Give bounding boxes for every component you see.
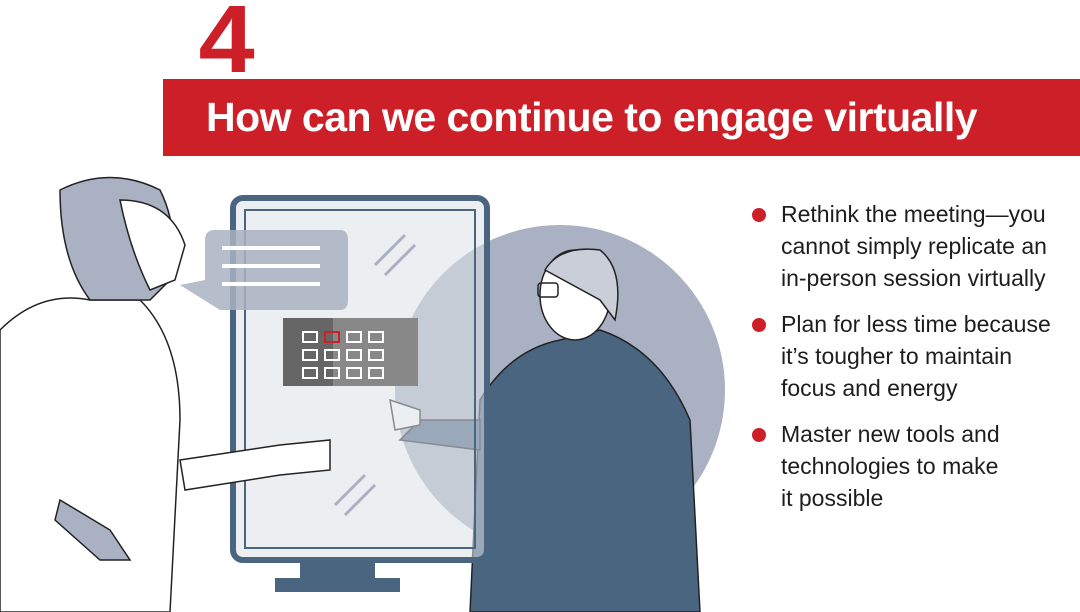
title-banner [163,79,1080,156]
illustration [0,176,725,612]
page-title: How can we continue to engage virtually [206,94,978,140]
bullet-item: Rethink the meeting—you cannot simply re… [752,198,1080,294]
woman-figure [0,176,348,612]
bullet-dot-icon [752,208,766,222]
bullet-item: Plan for less time because it’s tougher … [752,308,1080,404]
bullet-text: Master new tools and technologies to mak… [781,421,1000,511]
bullet-dot-icon [752,318,766,332]
section-number: 4 [198,0,255,93]
bullet-dot-icon [752,428,766,442]
bullet-item: Master new tools and technologies to mak… [752,418,1080,514]
bullet-text: Plan for less time because it’s tougher … [781,311,1051,401]
bullet-text: Rethink the meeting—you cannot simply re… [781,201,1047,291]
bullet-list: Rethink the meeting—you cannot simply re… [752,198,1080,528]
man-figure [389,248,701,612]
